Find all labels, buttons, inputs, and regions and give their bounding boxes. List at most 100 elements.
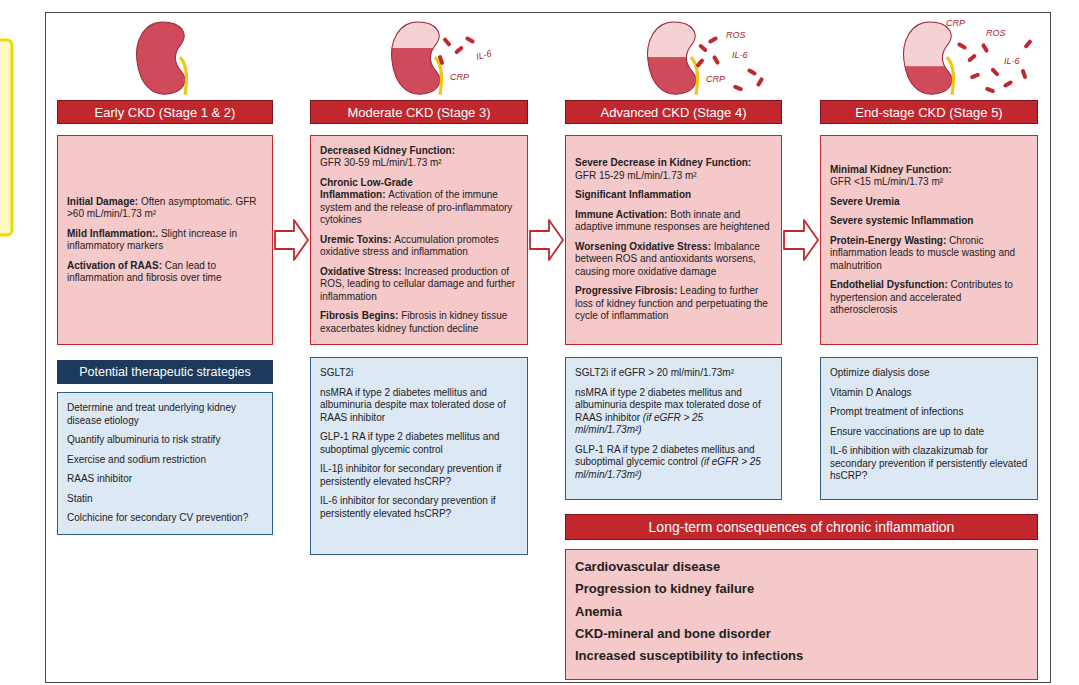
body-text: CKD-mineral and bone disorder [575,626,771,641]
text-paragraph: IL-6 inhibition with clazakizumab for se… [830,445,1028,483]
text-paragraph: Moderate CKD (Stage 3) [347,105,490,120]
text-paragraph: Severe Decrease in Kidney Function:GFR 1… [575,157,772,182]
bold-heading: Endothelial Dysfunction: [830,279,948,290]
therapy-box: Optimize dialysis doseVitamin D AnalogsP… [820,357,1038,500]
bacteria [437,36,1032,94]
text-paragraph: Oxidative Stress:Increased production of… [320,266,518,304]
text-paragraph: Progression to kidney failure [575,581,907,597]
stage-header: Early CKD (Stage 1 & 2) [57,100,273,124]
text-paragraph: Early CKD (Stage 1 & 2) [95,105,236,120]
stage-box: Minimal Kidney Function:GFR <15 mL/min/1… [820,135,1038,345]
body-text: Statin [67,493,93,504]
text-paragraph: SGLT2i [320,367,518,380]
bold-heading: Minimal Kidney Function: [830,164,1025,177]
text-paragraph: CKD-mineral and bone disorder [575,626,907,642]
text-paragraph: Prompt treatment of infections [830,406,1028,419]
cytokine-label: IL-6 [475,48,493,62]
bold-heading: Initial Damage: [67,196,138,207]
body-text: SGLT2i if eGFR > 20 ml/min/1.73m² [575,367,734,378]
text-paragraph: Colchicine for secondary CV prevention? [67,512,263,525]
text-paragraph: End-stage CKD (Stage 5) [855,105,1002,120]
bold-heading: Severe Uremia [830,196,900,207]
therapy-box: SGLT2i if eGFR > 20 ml/min/1.73m²nsMRA i… [565,357,782,500]
body-text: Quantify albuminuria to risk stratify [67,434,220,445]
text-paragraph: Endothelial Dysfunction:Contributes to h… [830,279,1028,317]
block-arrow [530,220,563,260]
body-text: GFR <15 mL/min/1.73 m² [830,176,943,187]
text-paragraph: Statin [67,493,263,506]
text-paragraph: Potential therapeutic strategies [79,365,251,379]
section-header: Long-term consequences of chronic inflam… [565,514,1038,540]
consequence-box: Cardiovascular diseaseProgression to kid… [565,549,1038,680]
text-paragraph: Exercise and sodium restriction [67,454,263,467]
cytokine-label: IL-6 [732,50,748,60]
block-arrow [275,220,308,260]
body-text: Determine and treat underlying kidney di… [67,402,236,426]
bold-heading: Progressive Fibrosis: [575,285,677,296]
body-text: IL-1β inhibitor for secondary prevention… [320,463,501,487]
kidney-icon [645,19,705,94]
text-paragraph: IL-1β inhibitor for secondary prevention… [320,463,518,488]
bold-heading: Significant Inflammation [575,189,691,200]
cytokine-label: CRP [946,18,965,28]
cytokine-label: ROS [726,30,746,40]
text-paragraph: GLP-1 RA if type 2 diabetes mellitus and… [320,431,518,456]
text-paragraph: Protein-Energy Wasting:Chronic inflammat… [830,235,1028,273]
text-paragraph: Immune Activation:Both innate and adapti… [575,209,772,234]
text-paragraph: Optimize dialysis dose [830,367,1028,380]
body-text: Vitamin D Analogs [830,387,912,398]
bold-heading: Worsening Oxidative Stress: [575,241,711,252]
bold-heading: Mild Inflammation:. [67,228,158,239]
body-text: Progression to kidney failure [575,581,754,596]
body-text: Moderate CKD (Stage 3) [347,105,490,120]
text-paragraph: Chronic Low-Grade Inflammation:Activatio… [320,177,518,227]
kidney-icon [901,19,961,94]
text-paragraph: RAAS inhibitor [67,473,263,486]
body-text: Advanced CKD (Stage 4) [601,105,747,120]
text-paragraph: Activation of RAAS:Can lead to inflammat… [67,260,263,285]
body-text: Potential therapeutic strategies [79,365,251,379]
text-paragraph: Minimal Kidney Function:GFR <15 mL/min/1… [830,164,1028,189]
text-paragraph: Ensure vaccinations are up to date [830,426,1028,439]
body-text: GFR 30-59 mL/min/1.73 m² [320,157,442,168]
text-paragraph: Cardiovascular disease [575,559,907,575]
text-paragraph: Fibrosis Begins:Fibrosis in kidney tissu… [320,310,518,335]
stage-header: Advanced CKD (Stage 4) [565,100,782,124]
text-paragraph: Significant Inflammation [575,189,772,202]
body-text: Cardiovascular disease [575,559,720,574]
text-paragraph: Determine and treat underlying kidney di… [67,402,263,427]
stage-box: Severe Decrease in Kidney Function:GFR 1… [565,135,782,345]
bold-heading: Decreased Kidney Function: [320,145,515,158]
text-paragraph: SGLT2i if eGFR > 20 ml/min/1.73m² [575,367,772,380]
text-paragraph: Decreased Kidney Function:GFR 30-59 mL/m… [320,145,518,170]
bold-heading: Immune Activation: [575,209,667,220]
body-text: nsMRA if type 2 diabetes mellitus and al… [320,387,506,423]
body-text: End-stage CKD (Stage 5) [855,105,1002,120]
stage-box: Initial Damage:Often asymptomatic. GFR >… [57,135,273,345]
outer-frame [46,13,1051,683]
body-text: Increased susceptibility to infections [575,648,803,663]
bold-heading: Activation of RAAS: [67,260,162,271]
stage-header: End-stage CKD (Stage 5) [820,100,1038,124]
side-tab [0,40,12,235]
text-paragraph: Increased susceptibility to infections [575,648,907,664]
text-paragraph: nsMRA if type 2 diabetes mellitus and al… [320,387,518,425]
stage-box: Decreased Kidney Function:GFR 30-59 mL/m… [310,135,528,345]
body-text: Exercise and sodium restriction [67,454,206,465]
text-paragraph: Initial Damage:Often asymptomatic. GFR >… [67,196,263,221]
section-header: Potential therapeutic strategies [57,360,273,384]
text-paragraph: Mild Inflammation:.Slight increase in in… [67,228,263,253]
body-text: IL-6 inhibition with clazakizumab for se… [830,445,1027,481]
bold-heading: Severe Decrease in Kidney Function: [575,157,769,170]
bold-heading: Uremic Toxins: [320,234,392,245]
text-paragraph: Long-term consequences of chronic inflam… [649,519,955,535]
body-text: IL-6 inhibitor for secondary prevention … [320,495,496,519]
text-paragraph: Anemia [575,604,907,620]
cytokine-label: ROS [986,28,1006,38]
kidney-icon [137,22,187,95]
text-paragraph: Advanced CKD (Stage 4) [601,105,747,120]
cytokine-label: CRP [450,72,469,82]
therapy-box: SGLT2i nsMRA if type 2 diabetes mellitus … [310,357,528,555]
bold-heading: Severe systemic Inflammation [830,215,973,226]
